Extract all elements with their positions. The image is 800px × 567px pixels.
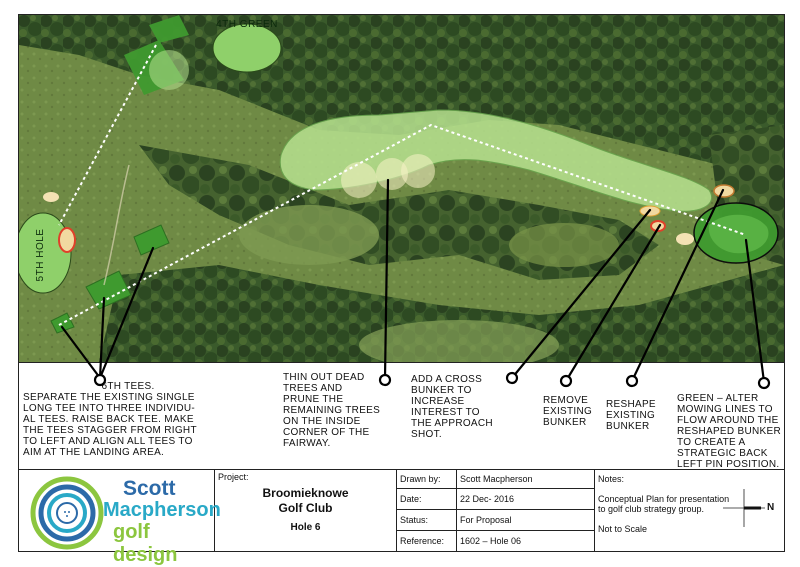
logo-line-2: Macpherson xyxy=(103,499,221,521)
divider xyxy=(456,469,457,551)
note-tees-line: Separate the existing single xyxy=(23,392,195,403)
note-trees-line: trees and xyxy=(283,383,343,394)
logo-line-1: Scott xyxy=(123,477,176,500)
clearing xyxy=(239,205,379,265)
tree-thin-marker xyxy=(341,162,377,198)
fifth-hole-green xyxy=(19,212,72,294)
note-reshape-line: existing xyxy=(606,410,656,421)
tree-thin-marker xyxy=(401,154,435,188)
project-sub: Hole 6 xyxy=(290,522,321,533)
drawn-by-label: Drawn by: xyxy=(400,474,441,484)
note-cross-line: Add a cross xyxy=(411,374,483,385)
notes-label: Notes: xyxy=(598,474,625,484)
status-label: Status: xyxy=(400,515,429,525)
note-trees-line: fairway. xyxy=(283,438,331,449)
fifth-tee-upper xyxy=(149,15,189,43)
notes-line2: to golf club strategy group. xyxy=(598,504,705,514)
bunker-reshape xyxy=(713,184,735,198)
note-cross-line: bunker to xyxy=(411,385,472,396)
divider xyxy=(396,469,397,551)
project-name-line2: Golf Club xyxy=(278,501,333,515)
note-green-line: Green – alter xyxy=(677,393,759,404)
note-tees-heading: 6th Tees. xyxy=(101,381,155,392)
bunker-cross xyxy=(639,205,661,217)
note-tees-line: to left and align all tees to xyxy=(23,436,193,447)
fifth-hole-label: 5th Hole xyxy=(35,229,46,282)
logo-swirl-icon xyxy=(30,476,104,550)
north-arrow: N xyxy=(719,487,774,529)
aerial-map-svg: 4th Green 5th Hole xyxy=(19,15,784,362)
note-cross-line: interest to xyxy=(411,407,480,418)
woodland-north xyxy=(19,15,784,165)
divider xyxy=(396,530,594,531)
plan-sheet: 4th Green 5th Hole 6th Tees. Separate th… xyxy=(18,14,785,566)
note-remove-line: Remove xyxy=(543,395,589,406)
fifth-tee-circle xyxy=(149,50,189,90)
note-green-line: strategic back xyxy=(677,448,768,459)
note-trees-line: prune the xyxy=(283,394,344,405)
note-tees-line: the tees stagger from right xyxy=(23,425,197,436)
logo-line-3: golf design xyxy=(113,521,178,566)
bunker-green-side xyxy=(676,233,694,245)
note-tees-line: al tees. Raise back tee. Make xyxy=(23,414,194,425)
clearing xyxy=(509,223,619,267)
note-green-line: to create a xyxy=(677,437,746,448)
note-tees-line: long tee into three individu- xyxy=(23,403,196,414)
fourth-green xyxy=(212,23,282,73)
note-tees-line: aim at the landing area. xyxy=(23,447,165,458)
note-cross-line: shot. xyxy=(411,429,442,440)
note-trees-line: remaining trees xyxy=(283,405,381,416)
note-reshape-line: bunker xyxy=(606,421,650,432)
note-remove-bunker: Remove existing bunker xyxy=(543,395,603,428)
note-remove-line: bunker xyxy=(543,417,587,428)
aerial-map: 4th Green 5th Hole xyxy=(19,15,784,363)
reference-label: Reference: xyxy=(400,536,445,546)
note-trees-line: Thin out dead xyxy=(283,372,365,383)
note-trees-line: corner of the xyxy=(283,427,370,438)
date-value: 22 Dec- 2016 xyxy=(460,494,515,504)
drawn-by-value: Scott Macpherson xyxy=(460,474,533,484)
fifth-hole-line xyxy=(58,44,157,226)
divider xyxy=(214,469,215,551)
project-label: Project: xyxy=(218,472,249,482)
notes-scale: Not to Scale xyxy=(598,524,648,534)
bunker-remove xyxy=(650,220,666,232)
fourth-green-label: 4th Green xyxy=(216,19,278,30)
status-value: For Proposal xyxy=(460,515,512,525)
note-green-line: reshaped bunker xyxy=(677,426,781,437)
bunker-fifth xyxy=(58,227,76,253)
note-tees: 6th Tees. Separate the existing single l… xyxy=(23,381,223,458)
project-name-line1: Broomieknowe xyxy=(262,486,349,500)
note-cross-bunker: Add a cross bunker to increase interest … xyxy=(411,374,506,440)
notes-line1: Conceptual Plan for presentation xyxy=(598,494,730,504)
note-green: Green – alter mowing lines to flow aroun… xyxy=(677,393,784,470)
note-trees: Thin out dead trees and prune the remain… xyxy=(283,372,393,449)
note-green-line: flow around the xyxy=(677,415,779,426)
bunker-left xyxy=(43,192,59,202)
note-cross-line: increase xyxy=(411,396,465,407)
note-green-line: left pin position. xyxy=(677,459,780,470)
divider xyxy=(594,469,595,551)
company-logo: Scott Macpherson golf design xyxy=(23,473,221,566)
divider xyxy=(396,488,594,489)
note-trees-line: on the inside xyxy=(283,416,361,427)
title-block xyxy=(18,469,785,552)
note-cross-line: the approach xyxy=(411,418,493,429)
north-letter: N xyxy=(767,502,775,513)
north-arrow-icon xyxy=(723,489,765,527)
note-reshape-bunker: Reshape existing bunker xyxy=(606,399,668,432)
note-remove-line: existing xyxy=(543,406,593,417)
divider xyxy=(396,509,594,510)
note-reshape-line: Reshape xyxy=(606,399,656,410)
clearing xyxy=(359,320,559,362)
reference-value: 1602 – Hole 06 xyxy=(460,536,522,546)
date-label: Date: xyxy=(400,494,422,504)
note-green-line: mowing lines to xyxy=(677,404,773,415)
